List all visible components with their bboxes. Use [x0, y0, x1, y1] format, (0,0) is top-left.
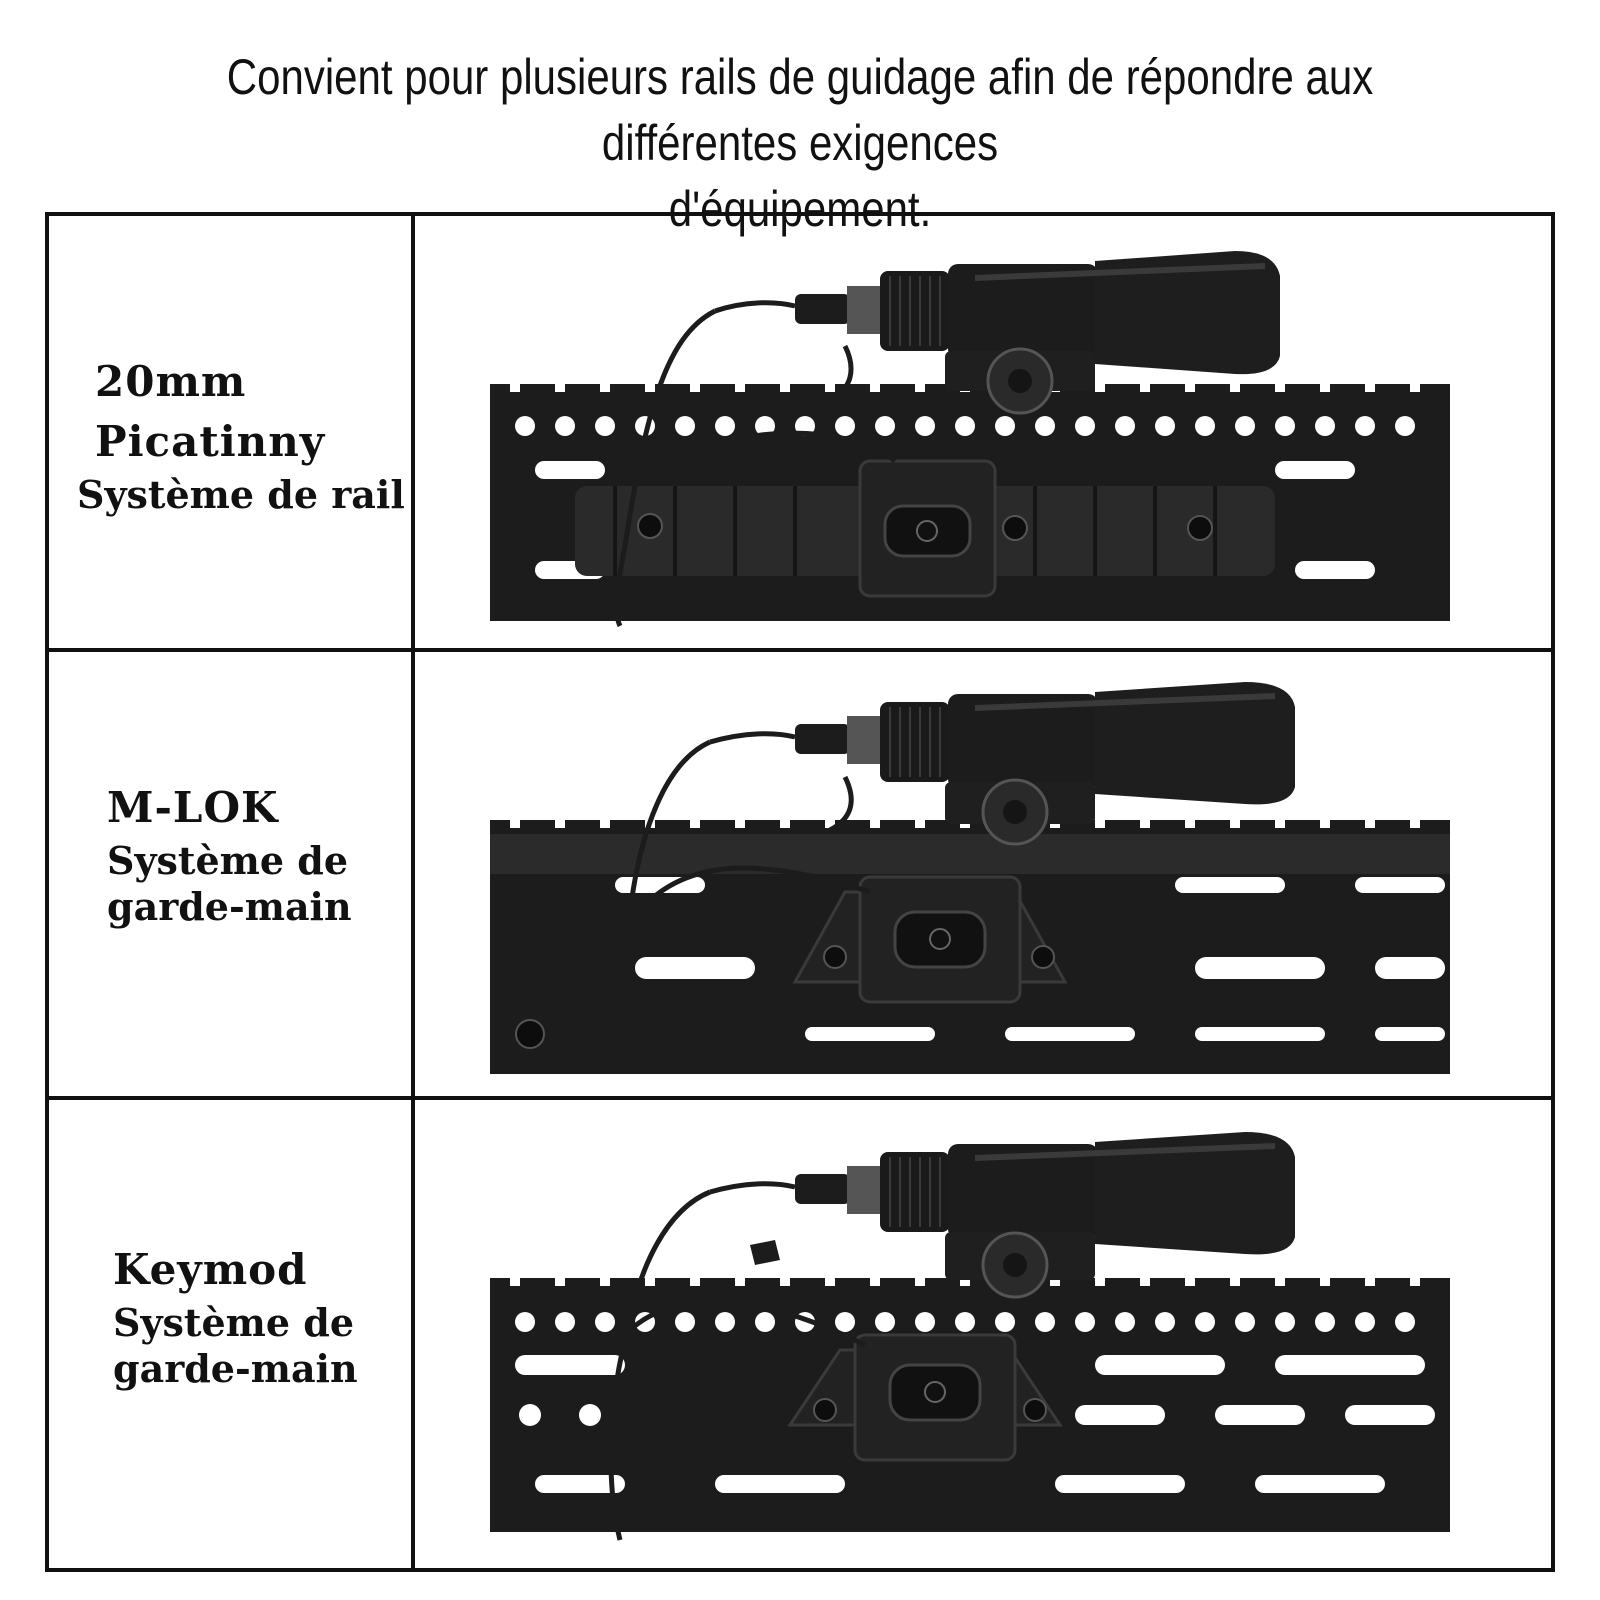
headline-line-2: d'équipement.	[668, 181, 932, 237]
table-row-picatinny: 20mm Picatinny Système de rail	[49, 216, 1551, 652]
product-photo-picatinny	[415, 216, 1551, 652]
product-photo-mlok	[415, 652, 1551, 1096]
rail-label: 20mm Picatinny Système de rail	[77, 352, 405, 518]
rail-label: M-LOK Système de garde-main	[107, 778, 352, 930]
table-row-mlok: M-LOK Système de garde-main	[49, 648, 1551, 1096]
rail-name-line-1: M-LOK	[107, 783, 279, 832]
table-row-keymod: Keymod Système de garde-main	[49, 1096, 1551, 1568]
rail-name-line-2: Picatinny	[95, 417, 326, 466]
flashlight-on-mlok-image	[490, 682, 1450, 1074]
rail-desc-line-1: Système de	[107, 838, 349, 883]
headline: Convient pour plusieurs rails de guidage…	[145, 44, 1455, 242]
label-cell: 20mm Picatinny Système de rail	[49, 216, 415, 652]
rail-desc-line-2: garde-main	[113, 1346, 358, 1391]
rail-name-line-1: 20mm	[95, 357, 247, 406]
rail-name-line-1: Keymod	[113, 1245, 308, 1294]
rail-desc-line-1: Système de rail	[77, 472, 405, 517]
product-photo-keymod	[415, 1100, 1551, 1568]
headline-line-1: Convient pour plusieurs rails de guidage…	[226, 49, 1374, 171]
rail-label: Keymod Système de garde-main	[113, 1240, 358, 1392]
flashlight-on-keymod-image	[490, 1132, 1450, 1541]
rail-desc-line-1: Système de	[113, 1300, 355, 1345]
comparison-table: 20mm Picatinny Système de rail	[45, 212, 1555, 1572]
rail-desc-line-2: garde-main	[107, 884, 352, 929]
label-cell: Keymod Système de garde-main	[49, 1100, 415, 1568]
flashlight-on-picatinny-image	[490, 251, 1450, 628]
label-cell: M-LOK Système de garde-main	[49, 652, 415, 1096]
